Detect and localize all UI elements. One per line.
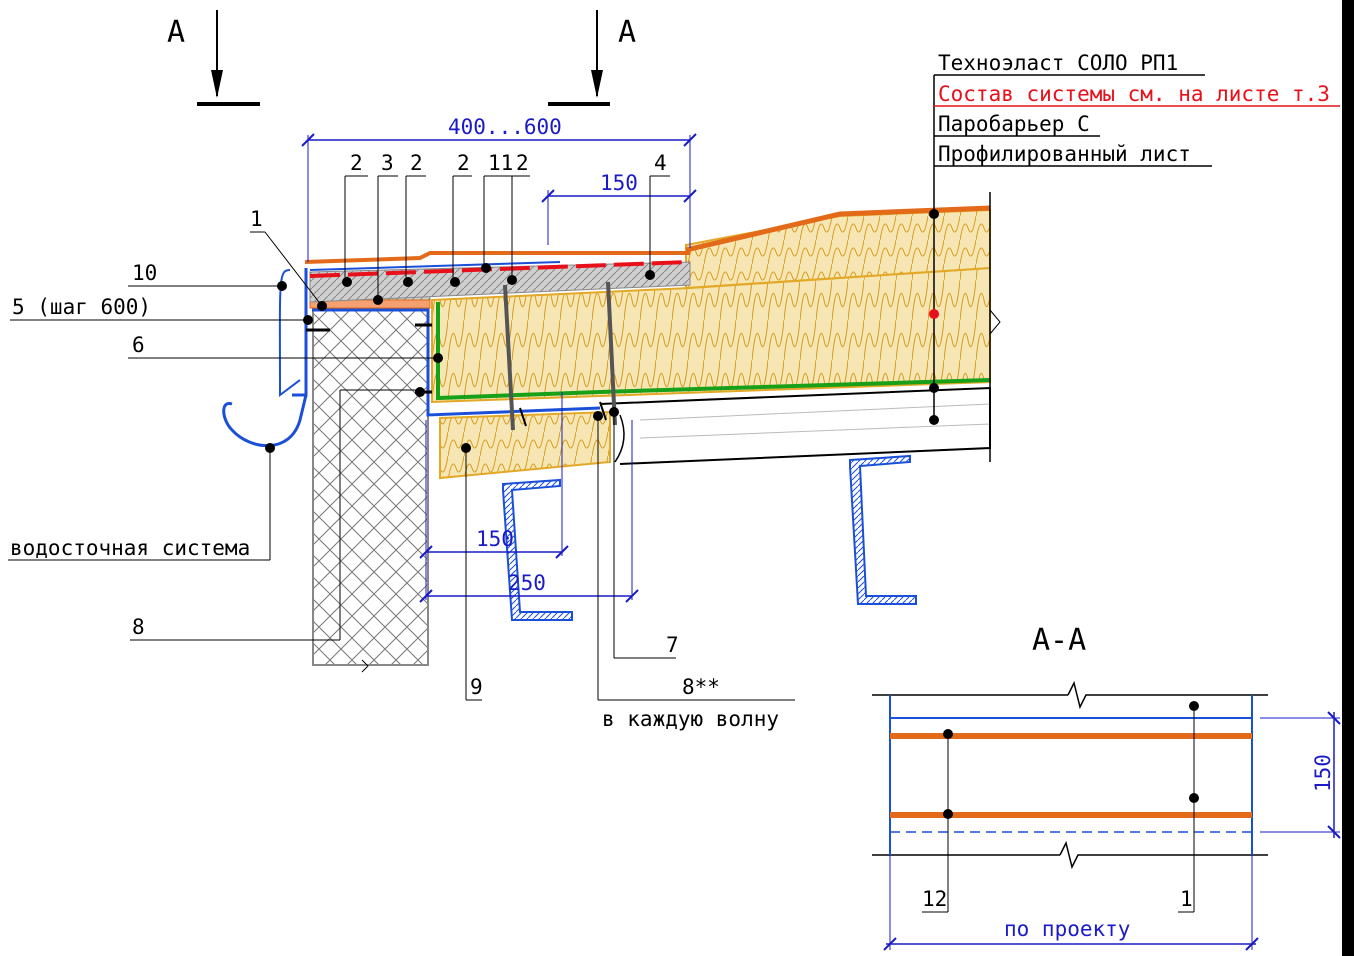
break-line-icon <box>1067 680 1268 710</box>
svg-text:3: 3 <box>381 151 394 175</box>
down-arrow-icon <box>591 70 603 98</box>
svg-text:6: 6 <box>132 333 145 357</box>
fasteners <box>306 281 617 431</box>
svg-text:12: 12 <box>922 887 947 911</box>
svg-text:2: 2 <box>410 151 423 175</box>
svg-text:2: 2 <box>516 151 529 175</box>
parapet-wall <box>312 304 429 673</box>
svg-text:8**: 8** <box>682 675 720 699</box>
svg-text:8: 8 <box>132 615 145 639</box>
svg-text:10: 10 <box>132 261 157 285</box>
svg-text:2: 2 <box>457 151 470 175</box>
right-break <box>989 192 1001 462</box>
svg-text:А: А <box>167 15 185 50</box>
svg-text:11: 11 <box>488 151 513 175</box>
svg-text:1: 1 <box>1180 887 1193 911</box>
svg-text:А: А <box>618 15 636 50</box>
break-line-icon <box>989 309 1001 335</box>
dimension-250: 250 <box>419 420 639 603</box>
insulation-lower <box>439 410 611 480</box>
gutter <box>222 394 308 448</box>
svg-text:в каждую волну: в каждую волну <box>602 707 779 731</box>
layer-system-label: Состав системы см. на листе т.3 <box>938 82 1330 106</box>
purlin-1 <box>502 478 573 621</box>
svg-text:400...600: 400...600 <box>448 115 562 139</box>
layer-vapor-label: Паробарьер С <box>938 112 1090 136</box>
svg-text:7: 7 <box>666 633 679 657</box>
svg-text:9: 9 <box>470 675 483 699</box>
svg-text:150: 150 <box>476 527 514 551</box>
break-line-icon <box>1059 840 1268 870</box>
svg-text:250: 250 <box>508 571 546 595</box>
svg-text:4: 4 <box>654 151 667 175</box>
dimension-lap-150: 150 <box>541 171 697 245</box>
callouts-top: 2 3 2 2 11 2 4 <box>342 151 670 305</box>
svg-text:5 (шаг 600): 5 (шаг 600) <box>12 295 151 319</box>
dimension-overhang: 400...600 <box>301 115 697 262</box>
svg-text:150: 150 <box>1311 754 1335 792</box>
layer-deck-label: Профилированный лист <box>938 142 1191 166</box>
section-a-a: А-А 12 1 по проекту 150 <box>872 623 1341 951</box>
layer-legend: Техноэласт СОЛО РП1 Состав системы см. н… <box>929 51 1340 425</box>
svg-text:по проекту: по проекту <box>1004 917 1130 941</box>
break-line-icon <box>361 659 369 673</box>
section-mark-left: А <box>167 10 260 106</box>
vapor-barrier <box>436 302 991 401</box>
profiled-deck <box>599 386 991 465</box>
svg-text:1: 1 <box>250 207 263 231</box>
dimension-150: 150 <box>419 392 569 600</box>
svg-text:150: 150 <box>600 171 638 195</box>
membrane-layers <box>304 205 991 278</box>
sheet-border <box>1342 0 1354 956</box>
callouts-bottom: 9 7 8** в каждую волну <box>461 407 795 731</box>
section-mark-right: А <box>548 10 636 106</box>
down-arrow-icon <box>211 70 223 98</box>
purlin-2 <box>849 454 917 605</box>
svg-text:А-А: А-А <box>1032 623 1086 658</box>
svg-text:2: 2 <box>350 151 363 175</box>
callouts-left: 1 10 5 (шаг 600) 6 водосточная система 8 <box>8 207 443 641</box>
svg-text:водосточная система: водосточная система <box>10 536 250 560</box>
layer-top-label: Техноэласт СОЛО РП1 <box>938 51 1178 75</box>
